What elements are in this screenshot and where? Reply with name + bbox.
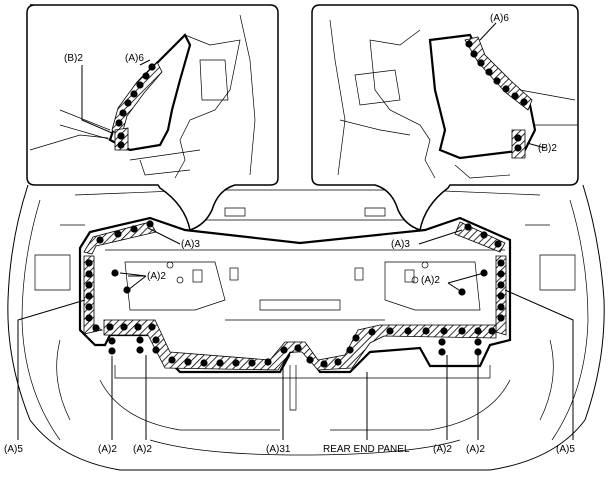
label-bottom-right-a5: (A)5 <box>556 444 575 455</box>
spot-weld-dots <box>85 220 505 368</box>
label-left-a3: (A)3 <box>181 239 200 250</box>
label-bottom-left-a2-1: (A)2 <box>98 444 117 455</box>
label-right-a3: (A)3 <box>391 239 410 250</box>
label-right-inset-a6: (A)6 <box>490 13 509 24</box>
rear-end-panel <box>78 216 512 379</box>
label-right-a2-inner: (A)2 <box>421 275 440 286</box>
label-left-a2-inner: (A)2 <box>147 271 166 282</box>
label-bottom-right-a2-1: (A)2 <box>433 444 452 455</box>
left-detail-inset <box>26 4 279 231</box>
label-bottom-center-a31: (A)31 <box>266 444 291 455</box>
label-bottom-right-a2-2: (A)2 <box>466 444 485 455</box>
label-right-inset-b2: (B)2 <box>538 143 557 154</box>
leader-lines <box>17 227 574 440</box>
label-left-inset-b2: (B)2 <box>64 53 83 64</box>
callout-labels: (B)2 (A)6 (A)6 (B)2 (A)3 (A)3 (A)2 (A)2 … <box>4 13 575 455</box>
label-bottom-left-a2-2: (A)2 <box>133 444 152 455</box>
label-rear-end-panel: REAR END PANEL <box>323 444 410 455</box>
label-bottom-left-a5: (A)5 <box>4 444 23 455</box>
label-left-inset-a6: (A)6 <box>125 53 144 64</box>
right-detail-inset <box>311 4 579 231</box>
